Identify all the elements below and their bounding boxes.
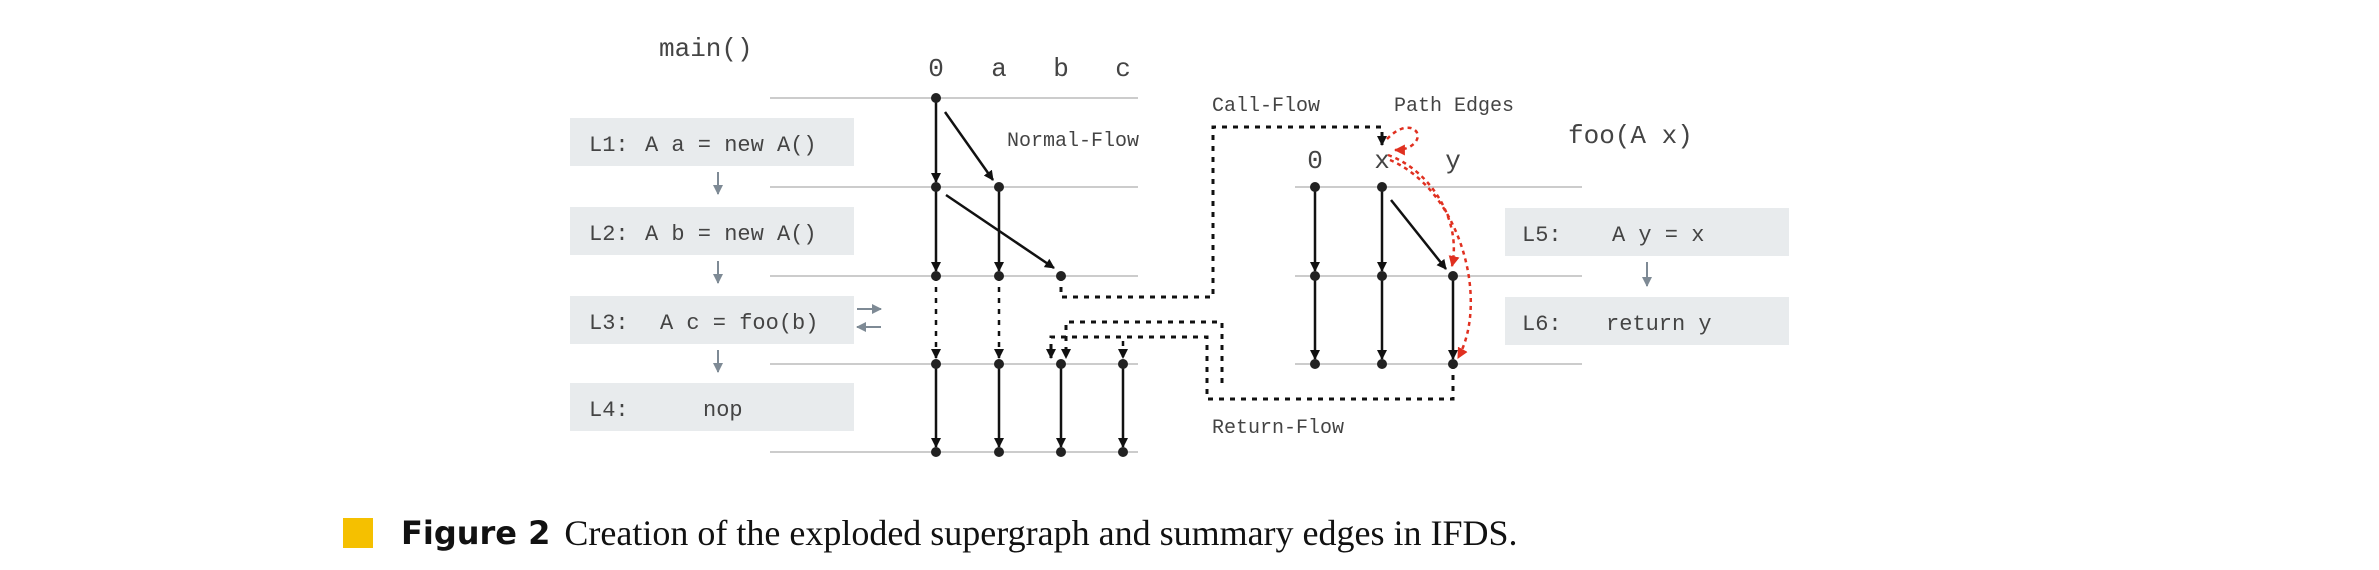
main-normal-edges [931,98,1128,448]
callee-fact-0: 0 [1307,146,1323,176]
caption-label: Figure 2 [401,514,551,552]
callee-fact-y: y [1445,146,1461,176]
statement-L2-id: L2: [589,222,629,247]
main-fact-b: b [1053,54,1069,84]
caption-text: Creation of the exploded supergraph and … [564,513,1518,553]
callee-fact-x: x [1374,146,1390,176]
callee-row-lines [1295,186,1582,365]
statement-L6: L6: return y [1505,297,1789,345]
statement-L1-code: A a = new A() [645,133,817,158]
call-to-return-edges [931,276,1128,359]
path-edges-label: Path Edges [1394,95,1514,118]
path-edge-self-loop [1386,126,1419,156]
callee-statements: L5: A y = x L6: return y [1505,208,1789,345]
main-row-lines [770,97,1138,453]
statement-L6-code: return y [1606,312,1712,337]
statement-L4-id: L4: [589,398,629,423]
call-return-arrows-icon [856,304,882,332]
callee-fact-headers: 0 x y [1307,146,1461,176]
main-fact-c: c [1115,54,1131,84]
statement-L3: L3: A c = foo(b) [570,296,854,344]
main-fact-a: a [991,54,1007,84]
path-edges [1386,126,1472,359]
statement-L2-code: A b = new A() [645,222,817,247]
caption-marker-icon [343,518,373,548]
callee-proc-title: foo(A x) [1568,121,1693,151]
figure-caption: Figure 2 Creation of the exploded superg… [343,512,1518,554]
statement-L1: L1: A a = new A() [570,118,854,166]
statement-L5: L5: A y = x [1505,208,1789,256]
statement-L5-id: L5: [1522,223,1562,248]
path-edge-to-exit [1389,158,1472,359]
main-proc-title: main() [659,34,753,64]
callee-nodes [1310,182,1458,369]
statement-L4: L4: nop [570,383,854,431]
main-fact-0: 0 [928,54,944,84]
statement-L3-id: L3: [589,311,629,336]
main-nodes [931,93,1128,457]
statement-L4-code: nop [703,398,743,423]
statement-L5-code: A y = x [1612,223,1704,248]
call-flow-label: Call-Flow [1212,95,1320,118]
callee-normal-edges [1310,187,1458,360]
path-edge-to-l6 [1387,153,1460,268]
call-flow-edge [1059,125,1387,299]
return-flow-edge [1046,320,1455,401]
statement-L1-id: L1: [589,133,629,158]
main-statements: L1: A a = new A() L2: A b = new A() L3: … [570,118,854,431]
normal-flow-label: Normal-Flow [1007,130,1139,153]
statement-L6-id: L6: [1522,312,1562,337]
statement-L2: L2: A b = new A() [570,207,854,255]
return-flow-label: Return-Flow [1212,417,1344,440]
statement-L3-code: A c = foo(b) [660,311,818,336]
main-fact-headers: 0 a b c [928,54,1131,84]
